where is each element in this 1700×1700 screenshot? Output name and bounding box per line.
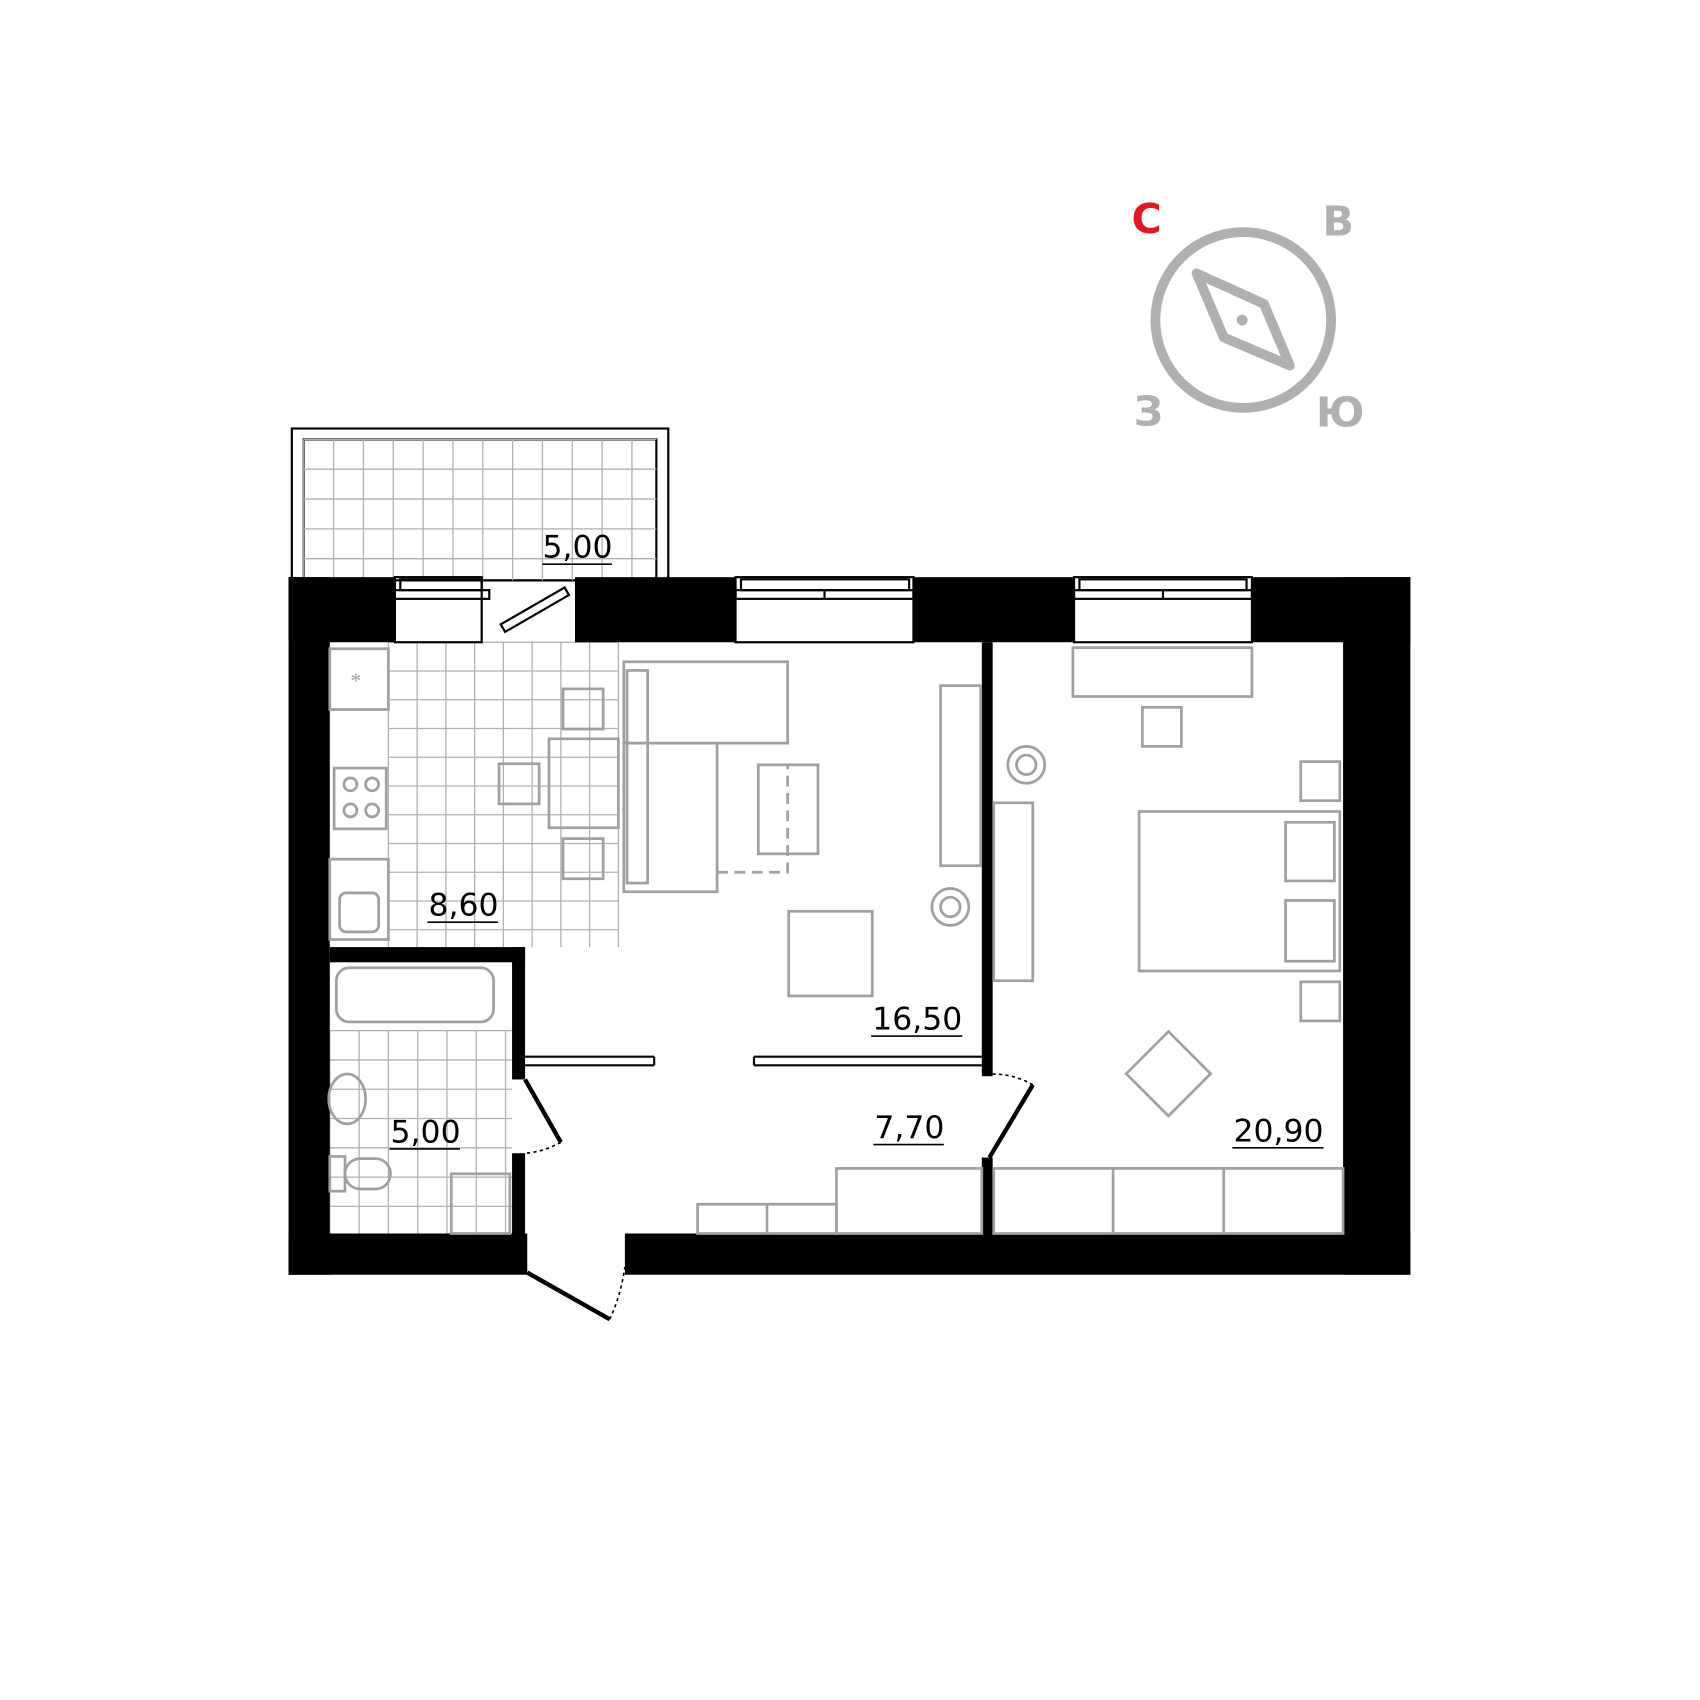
toilet-icon bbox=[343, 1157, 392, 1191]
windows bbox=[393, 576, 1254, 644]
compass-ring bbox=[1150, 227, 1337, 413]
compass-needle-icon bbox=[1191, 268, 1295, 371]
walls bbox=[288, 577, 1411, 1275]
stove-icon bbox=[332, 766, 388, 831]
dining-table bbox=[547, 737, 620, 830]
bedroom-area: 20,90 bbox=[1234, 1113, 1324, 1149]
desk bbox=[1071, 646, 1254, 698]
fridge-icon bbox=[328, 647, 390, 711]
svg-text:*: * bbox=[350, 669, 361, 693]
bathtub-icon bbox=[334, 966, 495, 1024]
compass: С В З Ю bbox=[1132, 195, 1365, 436]
hall-area: 7,70 bbox=[874, 1110, 944, 1146]
area-labels: 5,00 8,60 16,50 7,70 5,00 20,90 bbox=[389, 530, 1324, 1150]
bathroom-area: 5,00 bbox=[391, 1114, 461, 1150]
kitchen-area: 8,60 bbox=[429, 888, 499, 924]
wardrobe bbox=[992, 1167, 1345, 1235]
sink-icon bbox=[328, 857, 390, 941]
tv-stand bbox=[939, 684, 983, 868]
bed bbox=[1137, 810, 1342, 973]
compass-north: С bbox=[1132, 195, 1162, 243]
living-room-area: 16,50 bbox=[872, 1002, 962, 1038]
furniture: * bbox=[327, 646, 1345, 1235]
balcony-area: 5,00 bbox=[542, 530, 612, 566]
compass-east: В bbox=[1322, 197, 1353, 245]
wardrobe bbox=[835, 1167, 984, 1235]
armchair bbox=[787, 909, 874, 998]
washbasin-icon bbox=[327, 1072, 367, 1126]
compass-south: Ю bbox=[1316, 388, 1364, 436]
balcony bbox=[290, 427, 670, 582]
doors bbox=[523, 1055, 1035, 1322]
compass-west: З bbox=[1134, 387, 1163, 435]
dresser bbox=[992, 801, 1035, 983]
